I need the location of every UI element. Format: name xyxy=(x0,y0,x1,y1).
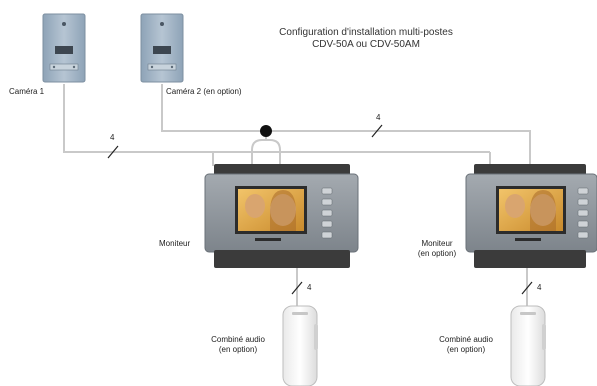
monitor2-unit xyxy=(465,164,597,268)
label-camera2: Caméra 2 (en option) xyxy=(166,87,242,96)
wire-camera1 xyxy=(63,84,214,166)
label-handset2: Combiné audio (en option) xyxy=(430,335,502,355)
label-handset2-line2: (en option) xyxy=(446,345,486,354)
label-handset1-line1: Combiné audio xyxy=(211,335,265,344)
label-handset2-line1: Combiné audio xyxy=(439,335,493,344)
wire-count-handset2: 4 xyxy=(537,283,542,292)
title-line-2: CDV-50A ou CDV-50AM xyxy=(312,39,420,50)
wire-camera2 xyxy=(161,84,531,166)
label-handset1-line2: (en option) xyxy=(218,345,258,354)
label-camera1: Caméra 1 xyxy=(9,87,45,96)
monitor1-unit xyxy=(204,164,359,268)
label-handset1: Combiné audio (en option) xyxy=(202,335,274,355)
wire-count-camera2: 4 xyxy=(376,113,381,122)
label-monitor2-line1: Moniteur xyxy=(421,239,453,248)
camera1-unit xyxy=(42,13,86,83)
title-line-1: Configuration d'installation multi-poste… xyxy=(279,27,453,38)
label-monitor1: Moniteur xyxy=(159,239,191,248)
wire-count-camera1: 4 xyxy=(110,133,115,142)
diagram-title: Configuration d'installation multi-poste… xyxy=(236,27,496,51)
label-monitor2: Moniteur (en option) xyxy=(408,239,466,259)
wire-count-marks xyxy=(107,124,533,295)
slash-camera1-line xyxy=(107,145,119,159)
slash-handset2-line xyxy=(521,281,533,295)
handset2-unit xyxy=(510,305,546,386)
slash-camera2-line xyxy=(371,124,383,138)
label-monitor2-line2: (en option) xyxy=(417,249,457,258)
wire-count-handset1: 4 xyxy=(307,283,312,292)
camera2-unit xyxy=(140,13,184,83)
handset1-unit xyxy=(282,305,318,386)
slash-handset1-line xyxy=(291,281,303,295)
junction-dot xyxy=(260,125,272,137)
